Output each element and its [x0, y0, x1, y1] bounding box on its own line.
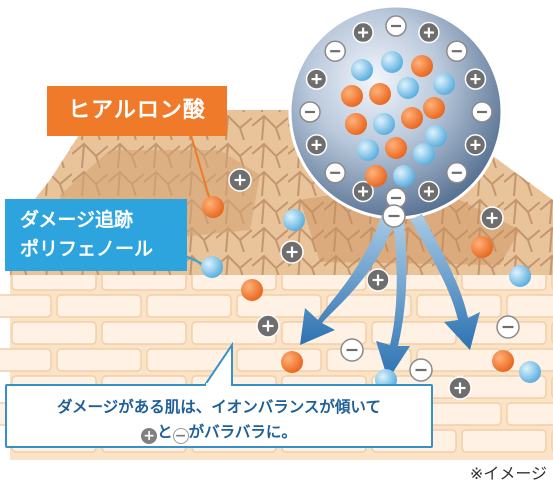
minus-ion-icon: −: [172, 428, 189, 444]
plus-ion-icon: [480, 206, 504, 230]
polyphenol-particle: [351, 59, 373, 81]
brick: [326, 294, 412, 318]
brick: [56, 348, 142, 372]
hyaluronic-acid-particle: [492, 350, 514, 372]
minus-ion-icon: [324, 40, 346, 62]
brick: [11, 321, 97, 345]
brick: [506, 402, 553, 426]
polyphenol-particle: [201, 256, 223, 278]
minus-ion-icon: [385, 15, 407, 37]
plus-ion-icon: [352, 180, 374, 203]
arrow-left: [300, 215, 395, 345]
callout-line-1: ダメージがある肌は、イオンバランスが傾いて: [57, 398, 381, 416]
arrow-middle: [376, 222, 410, 380]
dispersion-arrows: [300, 214, 480, 380]
brick: [236, 348, 322, 372]
brick: [461, 429, 547, 453]
polyphenol-label-line2: ポリフェノール: [20, 238, 154, 260]
tag-pointer-orange: [189, 131, 211, 201]
hyaluronic-acid-particle: [341, 85, 363, 107]
polyphenol-particle: [393, 165, 415, 187]
brick: [146, 348, 232, 372]
callout-connector: と: [157, 423, 173, 441]
plus-ion-icon: [448, 376, 472, 400]
brick: [0, 294, 52, 318]
polyphenol-tag: ダメージ追跡 ポリフェノール: [5, 199, 187, 271]
arrow-right: [410, 214, 480, 350]
plus-ion-icon: [305, 68, 328, 90]
plus-ion-icon: [256, 314, 280, 338]
zoom-sphere: [288, 4, 504, 220]
polyphenol-label-line1: ダメージ追跡: [20, 209, 134, 231]
brick: [371, 321, 457, 345]
hyaluronic-acid-particle: [401, 107, 423, 129]
polyphenol-particle: [413, 143, 435, 165]
hyaluronic-acid-particle: [281, 351, 303, 373]
sphere-ions: [299, 15, 493, 209]
polyphenol-particle: [381, 51, 403, 73]
plus-ion-icon: [464, 134, 487, 156]
image-footnote: ※イメージ: [469, 464, 547, 483]
hyaluronic-acid-particle: [423, 97, 445, 119]
callout-line-2: +と−がバラバラに。: [7, 420, 431, 444]
hyaluronic-acid-particle: [365, 165, 387, 187]
hyaluronic-acid-particle: [345, 113, 367, 135]
callout-line-2-suffix: がバラバラに。: [188, 423, 297, 441]
plus-ion-icon: [418, 21, 440, 44]
hyaluronic-acid-tag: ヒアルロン酸: [47, 86, 227, 136]
polyphenol-particle: [373, 113, 395, 135]
plus-ion-icon: [366, 268, 390, 292]
hyaluronic-acid-particle: [369, 83, 391, 105]
plus-ion-icon: [280, 240, 304, 264]
minus-ion-icon: [471, 101, 493, 123]
hyaluronic-acid-particle: [471, 236, 493, 258]
minus-ion-icon: [409, 358, 433, 382]
hyaluronic-acid-particle: [202, 196, 224, 218]
plus-ion-icon: [464, 68, 487, 90]
brick: [506, 294, 553, 318]
polyphenol-particle: [433, 73, 455, 95]
polyphenol-particle: [397, 77, 419, 99]
polyphenol-particle: [425, 125, 447, 147]
brick: [0, 348, 52, 372]
brick: [236, 294, 322, 318]
plus-ion-icon: +: [141, 428, 158, 444]
brick: [56, 294, 142, 318]
polyphenol-particle: [283, 209, 305, 231]
minus-ion-icon: [324, 162, 346, 184]
minus-ion-icon: [446, 162, 468, 184]
plus-ion-icon: [228, 168, 252, 192]
plus-ion-icon: [305, 134, 328, 156]
plus-ion-icon: [418, 180, 440, 203]
hyaluronic-acid-particle: [411, 55, 433, 77]
explanation-callout: ダメージがある肌は、イオンバランスが傾いて +と−がバラバラに。: [5, 384, 433, 448]
minus-ion-icon: [496, 315, 520, 339]
plus-ion-icon: [352, 21, 374, 44]
brick: [146, 294, 232, 318]
scattered-ions: [201, 168, 541, 400]
hyaluronic-acid-particle: [385, 137, 407, 159]
hyaluronic-acid-particle: [241, 279, 263, 301]
hyaluronic-acid-label: ヒアルロン酸: [68, 98, 206, 123]
polyphenol-particle: [357, 139, 379, 161]
polyphenol-particle: [509, 265, 531, 287]
minus-ion-icon: [299, 101, 321, 123]
minus-ion-icon: [446, 40, 468, 62]
brick: [101, 321, 187, 345]
minus-ion-icon: [340, 338, 364, 362]
polyphenol-particle: [519, 361, 541, 383]
minus-ion-icon: [382, 204, 406, 228]
